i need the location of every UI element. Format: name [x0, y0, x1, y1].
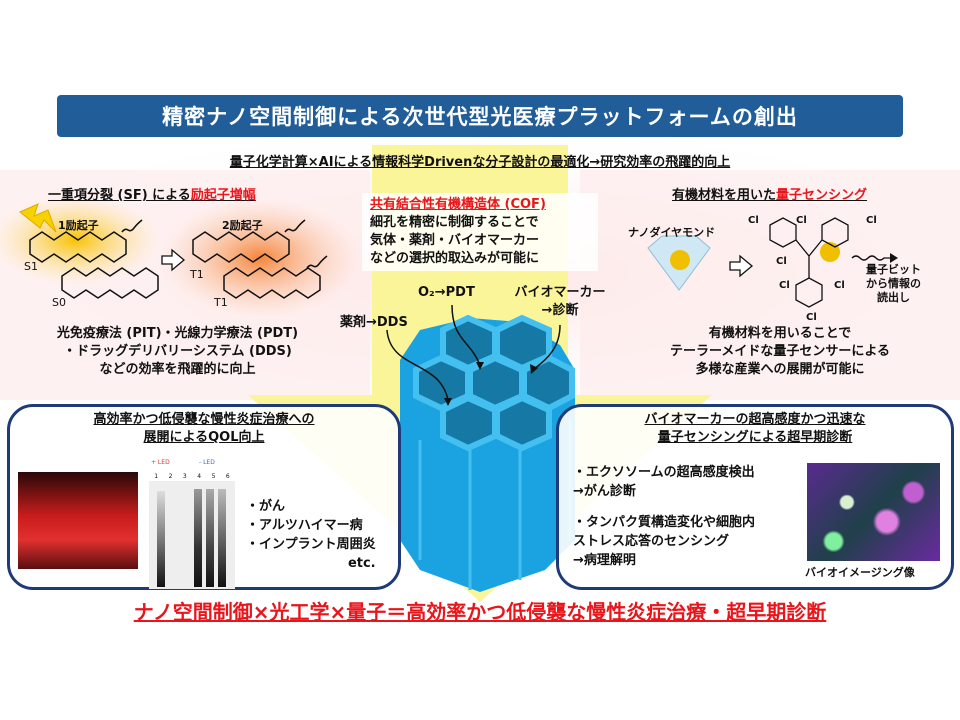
diagnosis-panel: バイオマーカーの超高感度かつ迅速な 量子センシングによる超早期診断 ・エクソソー… [556, 404, 954, 590]
drug-dds-label: 薬剤→DDS [340, 315, 408, 330]
diagnosis-heading: バイオマーカーの超高感度かつ迅速な 量子センシングによる超早期診断 [559, 411, 951, 447]
cl-label: Cl [866, 215, 877, 226]
t1-label-b: T1 [214, 296, 228, 309]
cl-label: Cl [779, 280, 790, 291]
s0-label: S0 [52, 296, 66, 309]
sf-desc-line: 光免疫療法 (PIT)・光線力学療法 (PDT) [56, 326, 299, 341]
cl-label: Cl [796, 215, 807, 226]
o2-pdt-label: O₂→PDT [418, 285, 475, 300]
sf-desc-line: ・ドラッグデリバリーシステム (DDS) [63, 344, 292, 359]
conclusion-text: ナノ空間制御×光工学×量子＝高効率かつ低侵襲な慢性炎症治療・超早期診断 [133, 600, 827, 624]
diagnosis-heading-line: 量子センシングによる超早期診断 [657, 430, 853, 445]
biomarker-label: バイオマーカー →診断 [505, 284, 615, 320]
cof-box: 共有結合性有機構造体 (COF) 細孔を精密に制御することで 気体・薬剤・バイオ… [362, 193, 598, 271]
lane: 4 [197, 473, 202, 480]
disease-list: ・がん ・アルツハイマー病 ・インプラント周囲炎 etc. [246, 497, 376, 573]
tetracene-molecules [29, 219, 328, 299]
sf-heading: 一重項分裂 (SF) による励起子増幅 [48, 184, 256, 203]
gel-minus-led: - LED [199, 459, 215, 466]
led-device-photo [18, 472, 138, 569]
subtitle: 量子化学計算×AIによる情報科学Drivenな分子設計の最適化→研究効率の飛躍的… [229, 155, 731, 170]
disease-item: ・アルツハイマー病 [246, 518, 363, 533]
cl-label: Cl [834, 280, 845, 291]
quantum-heading-highlight: 量子センシング [776, 188, 868, 203]
quantum-heading: 有機材料を用いた量子センシング [672, 184, 867, 203]
spin-icon [670, 250, 690, 270]
diagnosis-item: ストレス応答のセンシング [573, 534, 730, 549]
cof-line: 細孔を精密に制御することで [370, 215, 539, 230]
disease-etc: etc. [347, 556, 376, 571]
sf-description: 光免疫療法 (PIT)・光線力学療法 (PDT) ・ドラッグデリバリーシステム … [0, 325, 355, 379]
s1-label: S1 [24, 260, 38, 273]
one-exciton-label: 1励起子 [58, 219, 99, 232]
gel-lane-numbers: 1 2 3 4 5 6 [149, 473, 235, 480]
readout-line: から情報の [866, 277, 921, 290]
lane: 5 [211, 473, 216, 480]
readout-line: 量子ビット [866, 263, 921, 276]
gel-image: + LED - LED 1 2 3 4 5 6 [149, 459, 235, 589]
hollow-arrow-icon [161, 248, 186, 272]
therapy-panel: 高効率かつ低侵襲な慢性炎症治療への 展開によるQOL向上 + LED - LED… [7, 404, 401, 590]
diagnosis-item: ・エクソソームの超高感度検出 [573, 465, 755, 480]
cl-label: Cl [748, 215, 759, 226]
quantum-description: 有機材料を用いることで テーラーメイドな量子センサーによる 多様な産業への展開が… [600, 325, 960, 379]
bioimaging-caption: バイオイメージング像 [805, 566, 915, 579]
cof-line: などの選択的取込みが可能に [370, 251, 540, 266]
biomarker-line: バイオマーカー [514, 285, 606, 300]
diagnosis-item: ・タンパク質構造変化や細胞内 [573, 515, 756, 530]
sf-heading-prefix: 一重項分裂 (SF) による [48, 188, 191, 203]
disease-item: ・インプラント周囲炎 [246, 537, 376, 552]
cof-heading: 共有結合性有機構造体 (COF) [370, 197, 546, 212]
diagnosis-item: →病理解明 [573, 553, 636, 568]
quantum-desc-line: 有機材料を用いることで [708, 326, 852, 341]
lightning-icon [19, 203, 57, 233]
lane: 3 [182, 473, 187, 480]
sf-desc-line: などの効率を飛躍的に向上 [99, 362, 256, 377]
disease-item: ・がん [246, 499, 286, 514]
readout-line: 読出し [877, 291, 910, 304]
t1-label-a: T1 [190, 268, 204, 281]
hollow-arrow-icon-2 [729, 254, 754, 278]
quantum-desc-line: テーラーメイドな量子センサーによる [669, 344, 891, 359]
sf-heading-highlight: 励起子増幅 [190, 188, 256, 203]
radical-molecule [769, 217, 890, 308]
qubit-readout-label: 量子ビット から情報の 読出し [866, 263, 921, 305]
cof-honeycomb [400, 314, 575, 592]
cl-label: Cl [776, 256, 787, 267]
diagnosis-heading-line: バイオマーカーの超高感度かつ迅速な [644, 412, 866, 427]
lane: 6 [225, 473, 230, 480]
title-bar: 精密ナノ空間制御による次世代型光医療プラットフォームの創出 [57, 95, 903, 137]
lane: 1 [154, 473, 159, 480]
two-exciton-label: 2励起子 [222, 219, 263, 232]
therapy-heading-line: 高効率かつ低侵襲な慢性炎症治療への [93, 412, 315, 427]
biomarker-line: →診断 [541, 303, 579, 318]
gel-membrane [149, 481, 235, 589]
therapy-heading-line: 展開によるQOL向上 [143, 430, 265, 445]
quantum-heading-prefix: 有機材料を用いた [672, 188, 777, 203]
diagnosis-item: →がん診断 [573, 484, 636, 499]
bioimaging-photo [807, 463, 940, 561]
diagnosis-list: ・エクソソームの超高感度検出 →がん診断 ・タンパク質構造変化や細胞内 ストレス… [573, 463, 755, 570]
quantum-desc-line: 多様な産業への展開が可能に [695, 362, 865, 377]
cof-line: 気体・薬剤・バイオマーカー [370, 233, 540, 248]
nanodiamond-label: ナノダイヤモンド [628, 226, 716, 239]
gel-plus-led: + LED [151, 459, 170, 466]
therapy-heading: 高効率かつ低侵襲な慢性炎症治療への 展開によるQOL向上 [10, 411, 398, 447]
cl-label: Cl [806, 312, 817, 323]
lane: 2 [168, 473, 173, 480]
